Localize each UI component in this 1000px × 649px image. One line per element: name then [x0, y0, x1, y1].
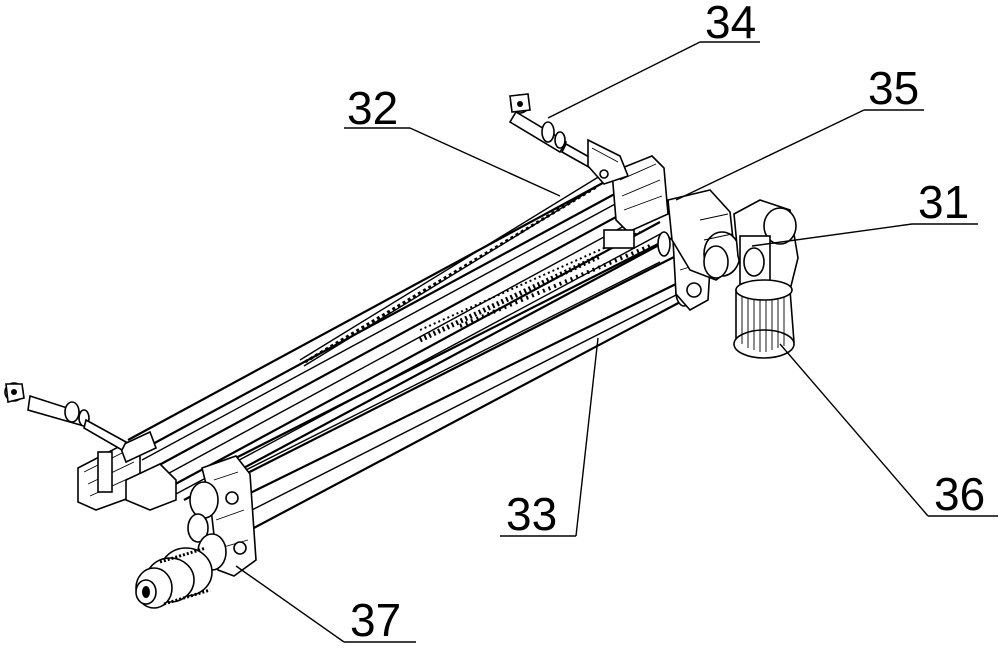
callout-34: 34: [547, 0, 760, 119]
callout-31: 31: [751, 176, 978, 247]
upper-rail-assembly: [77, 155, 673, 511]
callout-label-33: 32: [347, 82, 398, 134]
top-hand-crank: [508, 93, 630, 185]
callout-label-35: 35: [868, 62, 919, 114]
callout-label-37: 37: [350, 594, 401, 646]
callout-label-31: 31: [918, 176, 969, 228]
callout-36: 36: [779, 343, 998, 520]
callout-label-34: 34: [705, 0, 756, 48]
callout-32: 33: [500, 337, 599, 540]
callout-35: 35: [675, 62, 924, 201]
callout-37: 37: [235, 565, 416, 646]
left-hand-crank: [4, 382, 128, 452]
lower-roller-assembly: [201, 213, 713, 577]
callout-label-36: 36: [934, 468, 985, 520]
callout-label-32: 33: [506, 488, 557, 540]
callout-33: 32: [344, 82, 561, 197]
gear-assembly: [135, 481, 227, 609]
motor-gearbox-assembly: [667, 189, 799, 359]
